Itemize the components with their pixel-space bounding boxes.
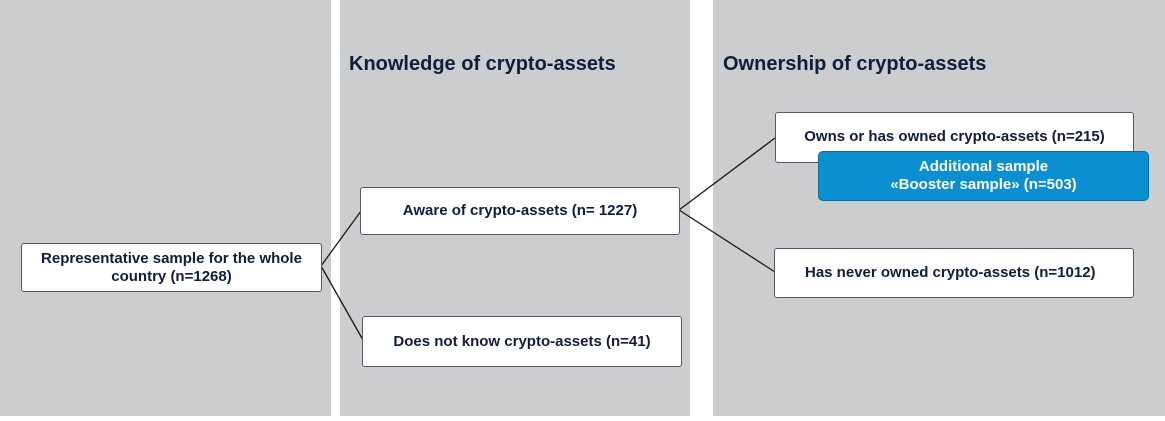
column-panel-sample: [0, 0, 331, 416]
node-booster-line2: «Booster sample» (n=503): [890, 176, 1077, 193]
node-representative-sample: Representative sample for the whole coun…: [21, 243, 322, 292]
connector-aware-to-owns: [678, 137, 776, 211]
node-never-owned-label: Has never owned crypto-assets (n=1012): [805, 264, 1096, 281]
node-booster-sample: Additional sample «Booster sample» (n=50…: [818, 151, 1149, 201]
connector-root-to-not-aware: [320, 265, 364, 341]
knowledge-heading: Knowledge of crypto-assets: [349, 53, 616, 75]
node-not-aware-label: Does not know crypto-assets (n=41): [393, 332, 651, 350]
node-aware: Aware of crypto-assets (n= 1227): [360, 187, 680, 235]
node-representative-sample-line1: Representative sample for the whole: [41, 249, 302, 267]
connector-root-to-aware: [320, 210, 362, 267]
node-owns-label: Owns or has owned crypto-assets (n=215): [804, 128, 1105, 145]
node-representative-sample-line2: country (n=1268): [111, 267, 232, 285]
connector-aware-to-never: [678, 209, 776, 273]
node-never-owned: Has never owned crypto-assets (n=1012): [774, 248, 1134, 298]
column-panel-ownership: [713, 0, 1165, 416]
node-aware-label: Aware of crypto-assets (n= 1227): [402, 202, 638, 219]
ownership-heading: Ownership of crypto-assets: [723, 53, 987, 75]
node-not-aware: Does not know crypto-assets (n=41): [362, 316, 682, 367]
node-booster-line1: Additional sample: [918, 158, 1049, 175]
